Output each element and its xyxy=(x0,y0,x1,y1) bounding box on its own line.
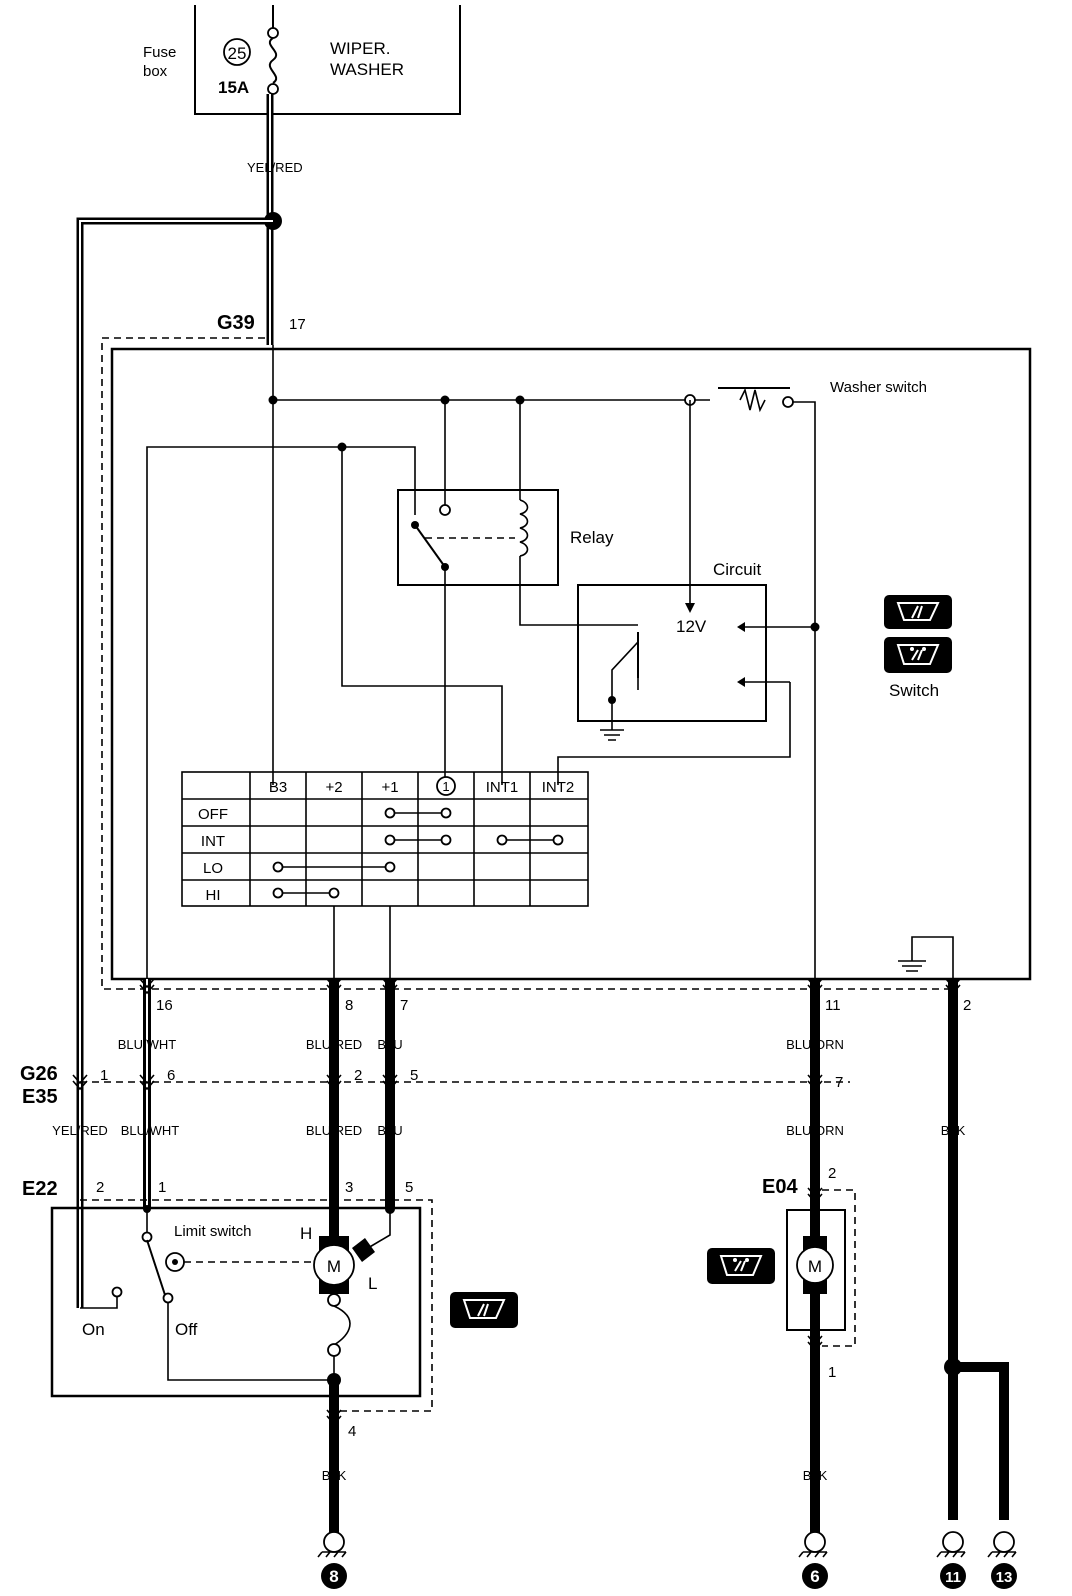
motor-on-label: On xyxy=(82,1320,105,1339)
ground-points: 8 6 11 13 xyxy=(317,1531,1017,1589)
fuse-circuit-2: WASHER xyxy=(330,60,404,79)
pin-e22-2: 2 xyxy=(96,1179,104,1196)
wire-washer-ground: BLK xyxy=(803,1468,828,1483)
washer-motor-m: M xyxy=(808,1257,822,1276)
switch-position-table: B3 +2 +1 1 INT1 INT2 OFF INT LO HI xyxy=(181,771,589,907)
switch-label: Switch xyxy=(889,681,939,700)
pin-e22-1: 1 xyxy=(158,1179,166,1196)
washer-motor-e04: E04 2 M 1 BLK xyxy=(707,1165,856,1535)
connector-e35: E35 xyxy=(22,1086,58,1108)
pin-16: 16 xyxy=(156,997,173,1014)
ground-8: 8 xyxy=(317,1531,347,1589)
table-header-1: 1 xyxy=(442,779,449,794)
motor-l-label: L xyxy=(368,1274,377,1293)
ground-13: 13 xyxy=(987,1531,1017,1589)
table-header-b3: B3 xyxy=(269,779,287,796)
pin-e22-5: 5 xyxy=(405,1179,413,1196)
harness: 16 8 7 11 2 BLU/WHT BLU/RED BLU BLU/ORN … xyxy=(20,978,1009,1520)
connector-g39-pin: 17 xyxy=(289,316,306,333)
pin-mid-5: 5 xyxy=(410,1067,418,1084)
wire-pin11: BLU/ORN xyxy=(786,1037,844,1052)
wire-left-lower: YEL/RED xyxy=(52,1123,108,1138)
pin-mid-1: 1 xyxy=(100,1067,108,1084)
ground-6-label: 6 xyxy=(810,1567,819,1586)
washer-switch-label: Washer switch xyxy=(830,379,927,396)
wire-pin2: BLK xyxy=(941,1123,966,1138)
fuse-rating: 15A xyxy=(218,78,249,97)
table-header-int2: INT2 xyxy=(542,779,575,796)
pin-7: 7 xyxy=(400,997,408,1014)
pin-mid-6: 6 xyxy=(167,1067,175,1084)
motor-h-label: H xyxy=(300,1224,312,1243)
ground-6: 6 xyxy=(798,1531,828,1589)
pin-mid-2: 2 xyxy=(354,1067,362,1084)
relay-label: Relay xyxy=(570,528,614,547)
fuse-number: 25 xyxy=(228,44,247,63)
pin-e22-3: 3 xyxy=(345,1179,353,1196)
wire-pin16-lower: BLU/WHT xyxy=(121,1123,180,1138)
wire-pin8: BLU/RED xyxy=(306,1037,362,1052)
pin-e04-2: 2 xyxy=(828,1165,836,1182)
connector-g39: G39 xyxy=(217,312,255,334)
connector-g26: G26 xyxy=(20,1063,58,1085)
pin-2: 2 xyxy=(963,997,971,1014)
pin-mid-7: 7 xyxy=(835,1074,843,1091)
wire-pin11-lower: BLU/ORN xyxy=(786,1123,844,1138)
table-header-plus2: +2 xyxy=(325,779,342,796)
fuse-box: Fuse box 25 15A WIPER. WASHER xyxy=(143,5,461,115)
switch-block: G39 17 Washer switch Relay Ci xyxy=(101,312,1032,990)
connector-e22: E22 xyxy=(22,1178,58,1200)
pin-8: 8 xyxy=(345,997,353,1014)
washer-icon xyxy=(884,637,952,673)
ground-11-label: 11 xyxy=(945,1569,961,1586)
pin-motor-4: 4 xyxy=(348,1423,356,1440)
table-header-int1: INT1 xyxy=(486,779,519,796)
fuse-circuit-1: WIPER. xyxy=(330,39,390,58)
table-row-lo: LO xyxy=(203,860,223,877)
wire-pin8-lower: BLU/RED xyxy=(306,1123,362,1138)
ground-8-label: 8 xyxy=(329,1567,338,1586)
wire-pin7: BLU xyxy=(377,1037,402,1052)
washer-icon xyxy=(707,1248,775,1284)
wire-motor-ground: BLK xyxy=(322,1468,347,1483)
motor-m-label: M xyxy=(327,1257,341,1276)
wiper-icon xyxy=(884,595,952,629)
limit-switch-label: Limit switch xyxy=(174,1223,252,1240)
wire-top: YEL/RED xyxy=(247,160,303,175)
fuse-box-label-2: box xyxy=(143,63,168,80)
wiper-motor-e22: E22 2 1 3 5 On Off Limit switch M H L xyxy=(22,1178,518,1535)
connector-e04: E04 xyxy=(762,1176,798,1198)
ground-13-label: 13 xyxy=(996,1569,1013,1586)
table-header-plus1: +1 xyxy=(381,779,398,796)
wire-pin16: BLU/WHT xyxy=(118,1037,177,1052)
table-row-int: INT xyxy=(201,833,225,850)
wiper-icon xyxy=(450,1292,518,1328)
circuit-label: Circuit xyxy=(713,560,761,579)
wire-pin7-lower: BLU xyxy=(377,1123,402,1138)
table-row-off: OFF xyxy=(198,806,228,823)
fuse-box-label-1: Fuse xyxy=(143,44,176,61)
ground-11: 11 xyxy=(936,1531,966,1589)
pin-e04-1: 1 xyxy=(828,1364,836,1381)
circuit-voltage: 12V xyxy=(676,617,707,636)
table-row-hi: HI xyxy=(206,887,221,904)
motor-off-label: Off xyxy=(175,1320,198,1339)
pin-11: 11 xyxy=(825,997,841,1014)
